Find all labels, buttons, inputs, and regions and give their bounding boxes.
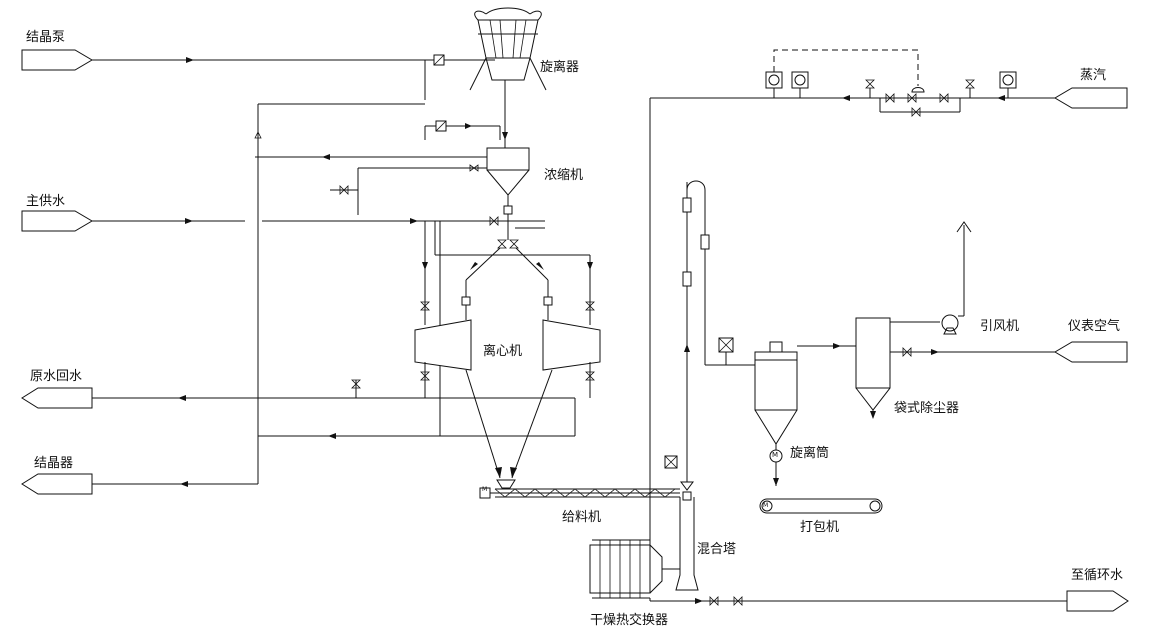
label-feeder: 给料机 <box>562 510 602 525</box>
label-bag-filter: 袋式除尘器 <box>894 401 960 416</box>
motor-symbol-packer: M <box>763 502 769 509</box>
terminal-raw-water-return <box>21 387 93 409</box>
screw-feeder <box>479 487 680 499</box>
main-water-line <box>92 216 593 270</box>
centrifuge-left <box>414 319 472 398</box>
mixing-tower <box>664 180 710 591</box>
raw-water-return-line <box>92 221 441 436</box>
label-main-water: 主供水 <box>26 194 66 209</box>
label-mixing-tower: 混合塔 <box>697 542 737 557</box>
label-packing-machine: 打包机 <box>800 520 840 535</box>
induced-draft-fan <box>941 221 972 335</box>
dryer-heat-exchanger <box>589 98 1067 606</box>
label-cyclone: 旋离器 <box>540 60 580 75</box>
cyclone-cylinder <box>705 337 856 486</box>
centrifuge-discharge <box>465 369 553 489</box>
motor-symbol-cyclone: M <box>772 451 779 459</box>
terminal-crystallizer <box>21 473 93 495</box>
thickener-tank <box>255 147 530 240</box>
label-crystal-pump: 结晶泵 <box>26 30 66 45</box>
label-dryer-exchanger: 干燥热交换器 <box>590 613 669 628</box>
bag-filter <box>855 317 1055 419</box>
label-raw-water-return: 原水回水 <box>30 369 83 384</box>
label-to-circulating-water: 至循环水 <box>1071 568 1124 583</box>
terminal-steam <box>1054 87 1128 109</box>
packing-machine <box>759 498 883 514</box>
label-crystallizer: 结晶器 <box>34 456 74 471</box>
cyclone-separator <box>469 7 547 148</box>
label-thickener: 浓缩机 <box>544 168 584 183</box>
terminal-main-water <box>21 210 93 232</box>
collector-line <box>92 103 575 487</box>
label-centrifuge: 离心机 <box>483 344 523 359</box>
label-induced-fan: 引风机 <box>980 319 1020 334</box>
label-instrument-air: 仪表空气 <box>1068 319 1121 334</box>
centrifuge-right <box>440 319 601 436</box>
terminal-instrument-air <box>1054 341 1128 363</box>
label-steam: 蒸汽 <box>1080 68 1107 83</box>
motor-symbol-feeder: M <box>482 486 488 493</box>
terminal-crystal-pump <box>21 49 93 71</box>
terminal-to-circulating-water <box>1066 590 1129 612</box>
centrifuge-feed <box>420 239 595 325</box>
label-cyclone-cylinder: 旋离筒 <box>790 446 830 461</box>
steam-line <box>650 49 1055 117</box>
crystal-pump-line <box>92 54 501 140</box>
